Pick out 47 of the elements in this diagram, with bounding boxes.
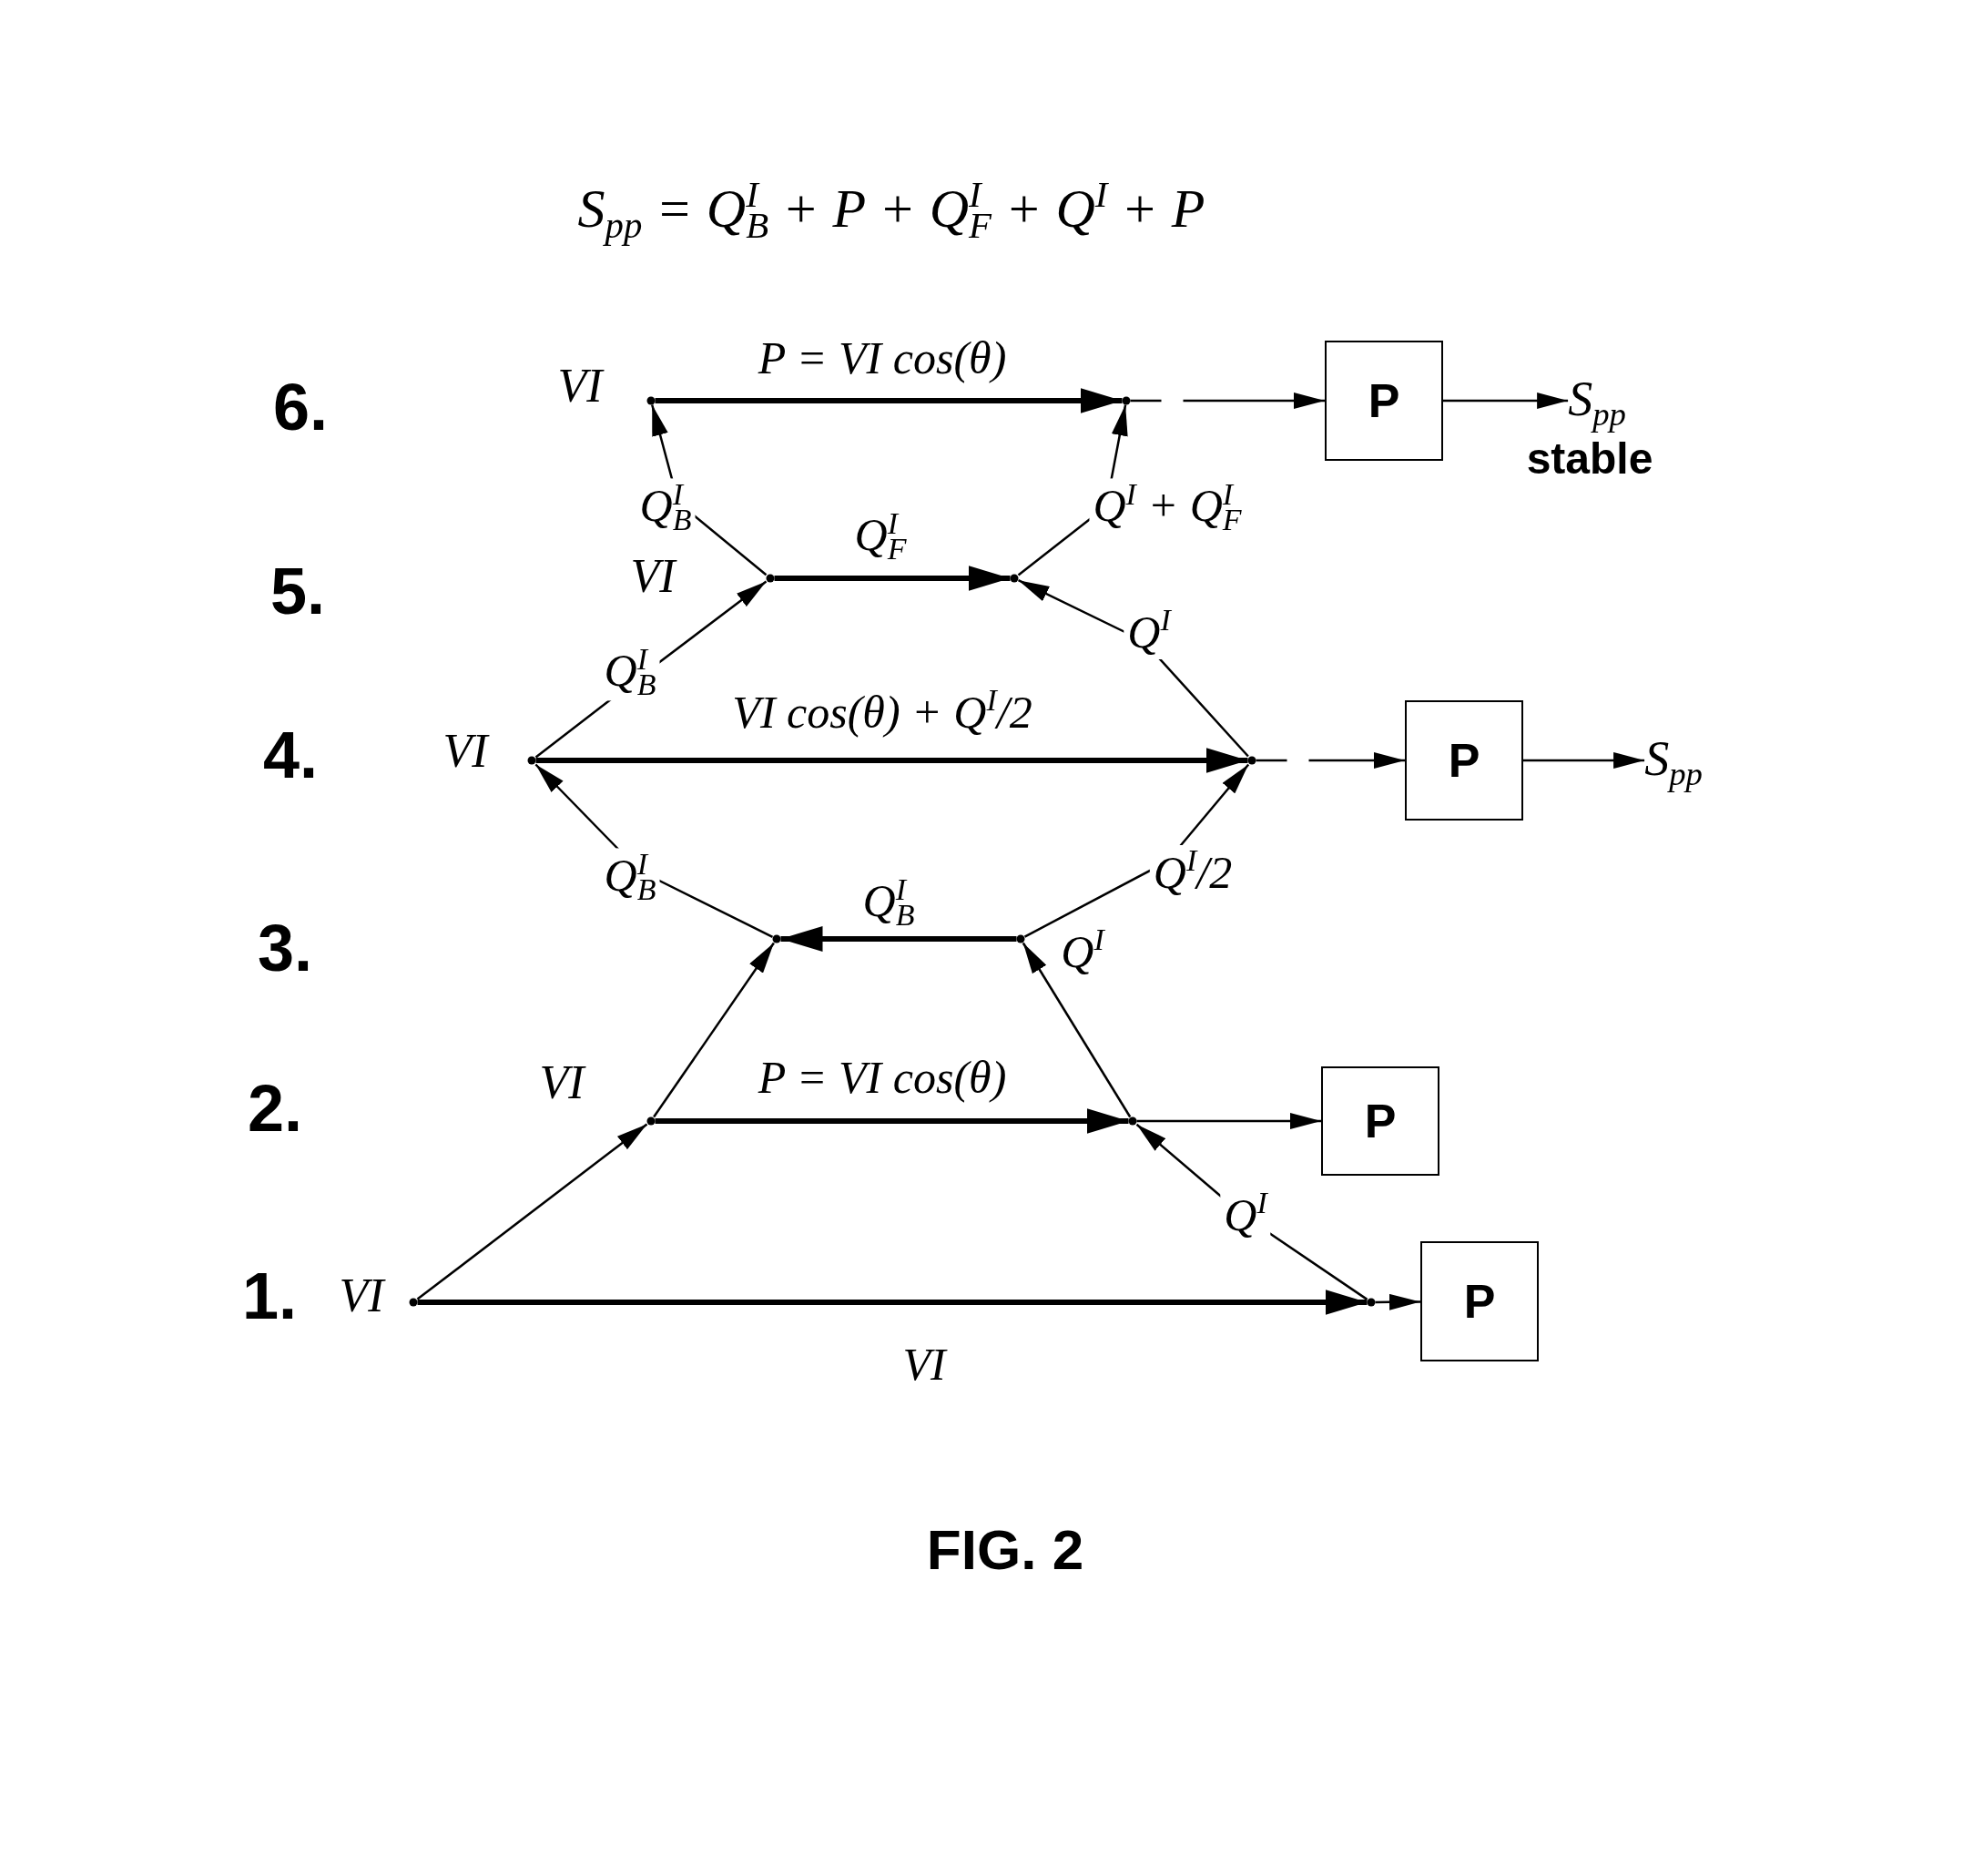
variable-label: VI bbox=[442, 723, 488, 779]
output-label: S$_{pp}$ bbox=[1568, 370, 1626, 432]
arrow bbox=[1130, 393, 1325, 409]
arrow bbox=[1443, 393, 1569, 409]
figure-caption: FIG. 2 bbox=[926, 1516, 1084, 1583]
process-box: P bbox=[1321, 1066, 1439, 1176]
row-number: 6. bbox=[273, 369, 328, 445]
arrow bbox=[535, 748, 1248, 773]
process-box: P bbox=[1405, 700, 1523, 821]
junction-dot bbox=[772, 934, 781, 943]
junction-dot bbox=[1247, 756, 1256, 765]
row-number: 1. bbox=[242, 1258, 297, 1334]
junction-dot bbox=[1010, 574, 1019, 583]
variable-label: VI bbox=[539, 1055, 585, 1110]
arrow bbox=[774, 566, 1011, 591]
junction-dot bbox=[1128, 1116, 1137, 1126]
equation-heading: S$_{pp}$ = Q$^{I}$$_{B}$ + P + Q$^{I}$$_{F}$ + Q$^{I}$ + P bbox=[577, 176, 1205, 245]
process-box: P bbox=[1420, 1241, 1539, 1361]
arrow bbox=[780, 926, 1017, 952]
arrow bbox=[1136, 1113, 1321, 1129]
arrow bbox=[655, 1108, 1129, 1134]
variable-label: VI bbox=[557, 358, 603, 413]
arrow bbox=[416, 1123, 648, 1300]
junction-dot bbox=[1367, 1298, 1376, 1307]
junction-dot bbox=[1016, 934, 1025, 943]
arrow bbox=[1022, 942, 1132, 1118]
junction-dot bbox=[1122, 396, 1131, 405]
arrow bbox=[1375, 1293, 1420, 1310]
arrow bbox=[1256, 752, 1405, 769]
row-number: 2. bbox=[248, 1070, 302, 1147]
variable-label: VI bbox=[630, 548, 676, 604]
junction-dot bbox=[766, 574, 775, 583]
arrow bbox=[1523, 752, 1645, 769]
junction-dot bbox=[409, 1298, 418, 1307]
output-label: S$_{pp}$ bbox=[1644, 729, 1703, 791]
process-box: P bbox=[1325, 341, 1443, 461]
row-number: 3. bbox=[258, 910, 312, 986]
arrow bbox=[655, 388, 1123, 413]
row-number: 5. bbox=[270, 553, 325, 629]
row-number: 4. bbox=[263, 717, 318, 793]
junction-dot bbox=[527, 756, 536, 765]
status-label: stable bbox=[1526, 433, 1653, 485]
arrow bbox=[417, 1290, 1368, 1315]
variable-label: VI bbox=[339, 1268, 384, 1323]
junction-dot bbox=[646, 396, 656, 405]
junction-dot bbox=[646, 1116, 656, 1126]
arrow bbox=[653, 942, 775, 1118]
